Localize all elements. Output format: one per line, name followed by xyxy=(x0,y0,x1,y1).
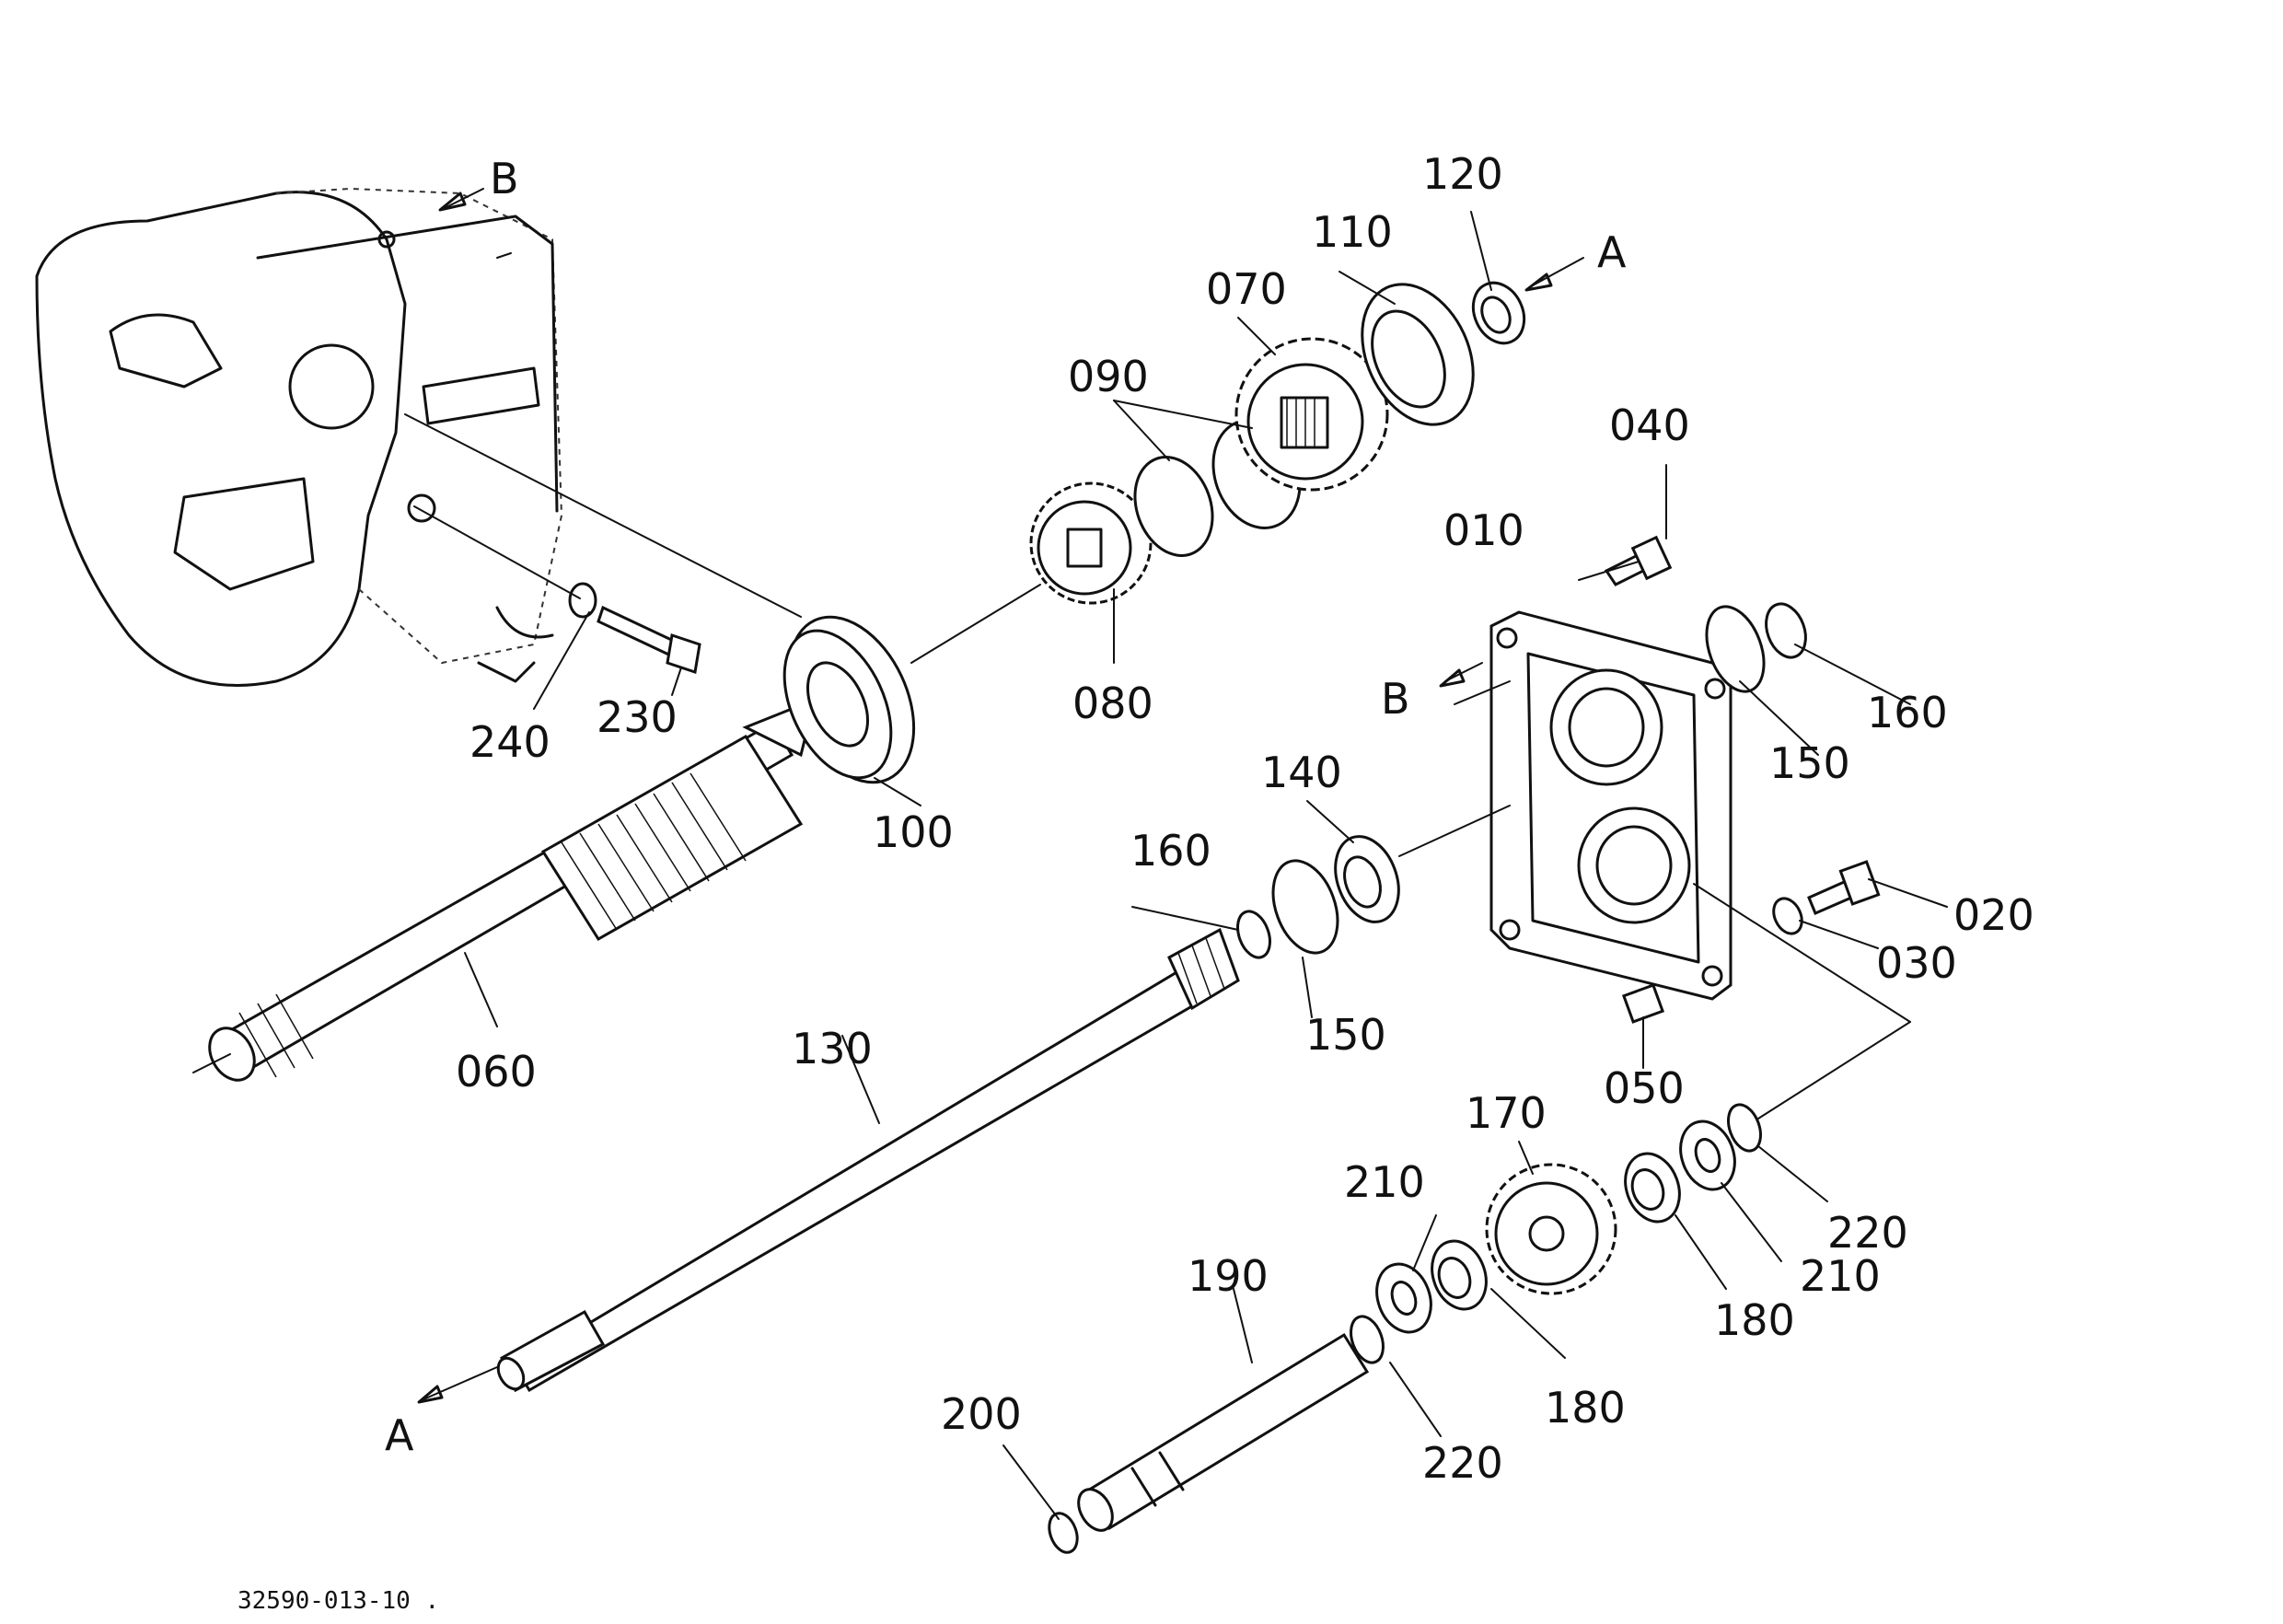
ref-a-top: A xyxy=(1597,227,1627,277)
label-210-left: 210 xyxy=(1344,1157,1425,1207)
label-130: 130 xyxy=(792,1024,873,1073)
label-010: 010 xyxy=(1443,505,1524,555)
part-170-gear xyxy=(1485,1163,1617,1295)
part-030-washer xyxy=(1772,897,1803,935)
label-180-right: 180 xyxy=(1714,1295,1795,1345)
label-020: 020 xyxy=(1953,890,2034,940)
label-150-upper: 150 xyxy=(1769,738,1850,788)
part-220-ring-right xyxy=(1727,1103,1762,1153)
part-080-gear xyxy=(1029,481,1153,605)
label-160-lower: 160 xyxy=(1130,826,1211,876)
part-180-bearing-left xyxy=(1431,1239,1488,1311)
drawing-code: 32590-013-10 . xyxy=(238,1587,439,1615)
label-080: 080 xyxy=(1072,679,1153,728)
label-140: 140 xyxy=(1261,748,1342,797)
label-200: 200 xyxy=(941,1389,1022,1439)
part-210-washer-right xyxy=(1679,1119,1736,1191)
reference-marks: A A B B xyxy=(385,154,1627,1460)
part-120-seal xyxy=(1471,281,1526,345)
ref-b-mid: B xyxy=(1381,674,1410,724)
part-160-ring-lower xyxy=(1236,910,1271,959)
part-040-bolt xyxy=(1604,535,1673,586)
ref-a-bottom: A xyxy=(385,1410,414,1460)
label-220-right: 220 xyxy=(1827,1208,1908,1258)
part-130-shaft xyxy=(496,927,1240,1393)
ref-b-top: B xyxy=(490,154,519,203)
label-110: 110 xyxy=(1312,207,1393,257)
label-060: 060 xyxy=(456,1047,537,1096)
label-100: 100 xyxy=(873,807,954,857)
label-160-upper: 160 xyxy=(1867,688,1948,737)
part-210-washer-left xyxy=(1375,1262,1432,1334)
label-190: 190 xyxy=(1188,1251,1269,1301)
part-100-bearing xyxy=(782,615,916,784)
label-030: 030 xyxy=(1876,938,1957,988)
leader-lines xyxy=(404,188,1948,1520)
label-210-right: 210 xyxy=(1800,1251,1881,1301)
part-240-washer xyxy=(568,582,597,619)
label-180-left: 180 xyxy=(1545,1383,1626,1433)
part-070-gear xyxy=(1234,337,1389,492)
callout-labels: 010 020 030 040 050 060 070 080 090 100 … xyxy=(456,149,2034,1488)
part-230-bolt xyxy=(597,605,701,674)
label-090: 090 xyxy=(1068,352,1149,401)
label-230: 230 xyxy=(597,692,678,742)
part-220-ring-left xyxy=(1350,1315,1385,1364)
label-040: 040 xyxy=(1609,400,1690,450)
part-180-bearing-right xyxy=(1624,1152,1681,1224)
part-200-ring xyxy=(1048,1512,1079,1554)
part-190-shaft xyxy=(1077,1332,1370,1532)
part-110-bearing xyxy=(1361,283,1475,426)
part-050-pin xyxy=(1621,983,1665,1024)
part-150-ring-lower xyxy=(1271,859,1339,955)
part-160-ring-upper xyxy=(1765,602,1807,659)
transmission-housing xyxy=(35,187,563,687)
part-020-bolt xyxy=(1807,860,1881,915)
label-120: 120 xyxy=(1422,149,1503,199)
label-220-left: 220 xyxy=(1422,1438,1503,1488)
label-150-lower: 150 xyxy=(1305,1010,1386,1060)
label-050: 050 xyxy=(1604,1063,1685,1113)
part-010-cover xyxy=(1489,610,1733,1001)
label-240: 240 xyxy=(469,717,550,767)
part-060-shaft xyxy=(192,707,807,1082)
label-170: 170 xyxy=(1466,1088,1547,1138)
label-070: 070 xyxy=(1206,264,1287,314)
part-140-bearing xyxy=(1334,835,1400,923)
